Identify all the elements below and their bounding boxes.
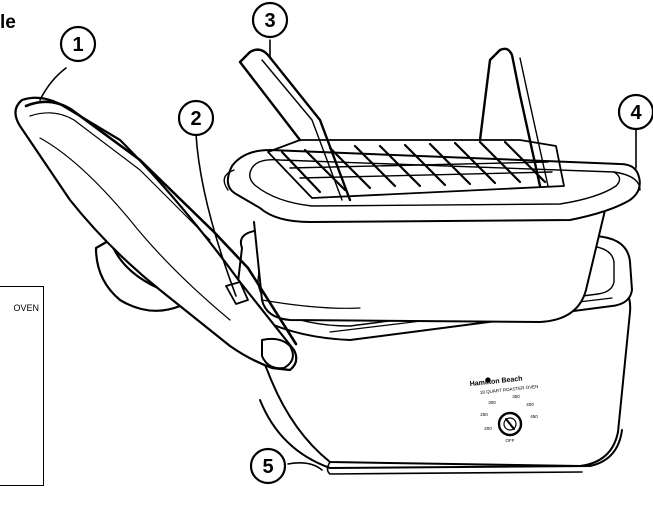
callout-number-3: 3 — [264, 10, 275, 32]
dial-label-400: 400 — [526, 402, 534, 407]
insert-pan — [223, 149, 641, 323]
callout-number-1: 1 — [72, 34, 83, 56]
dial-label-200: 200 — [484, 426, 492, 431]
dial-label-350: 350 — [512, 394, 520, 399]
side-info-box: OVEN — [0, 286, 44, 486]
model-label: 18 QUART ROASTER OVEN — [480, 384, 539, 395]
callout-circle-3 — [251, 1, 289, 39]
side-box-text: OVEN — [13, 303, 39, 313]
dial-label-300: 300 — [488, 400, 496, 405]
control-panel — [485, 377, 523, 437]
callout-number-4: 4 — [630, 102, 642, 124]
rack-handle-right — [478, 47, 542, 188]
callout-circle-1 — [59, 25, 97, 63]
dial-label-off: OFF — [506, 438, 515, 443]
callout-circle-2 — [177, 99, 215, 137]
heading-text: le — [0, 12, 16, 33]
callout-circle-5 — [249, 447, 287, 485]
indicator-light — [485, 377, 491, 383]
rack — [238, 47, 565, 202]
dial-label-450: 450 — [530, 414, 538, 419]
callout-circle-4 — [617, 93, 653, 131]
lid — [14, 96, 298, 372]
leader-lines — [39, 39, 637, 471]
callout-number-5: 5 — [262, 456, 273, 478]
rack-handle-left — [238, 48, 352, 202]
callout-number-2: 2 — [190, 108, 201, 130]
dial-label-250: 250 — [480, 412, 488, 417]
